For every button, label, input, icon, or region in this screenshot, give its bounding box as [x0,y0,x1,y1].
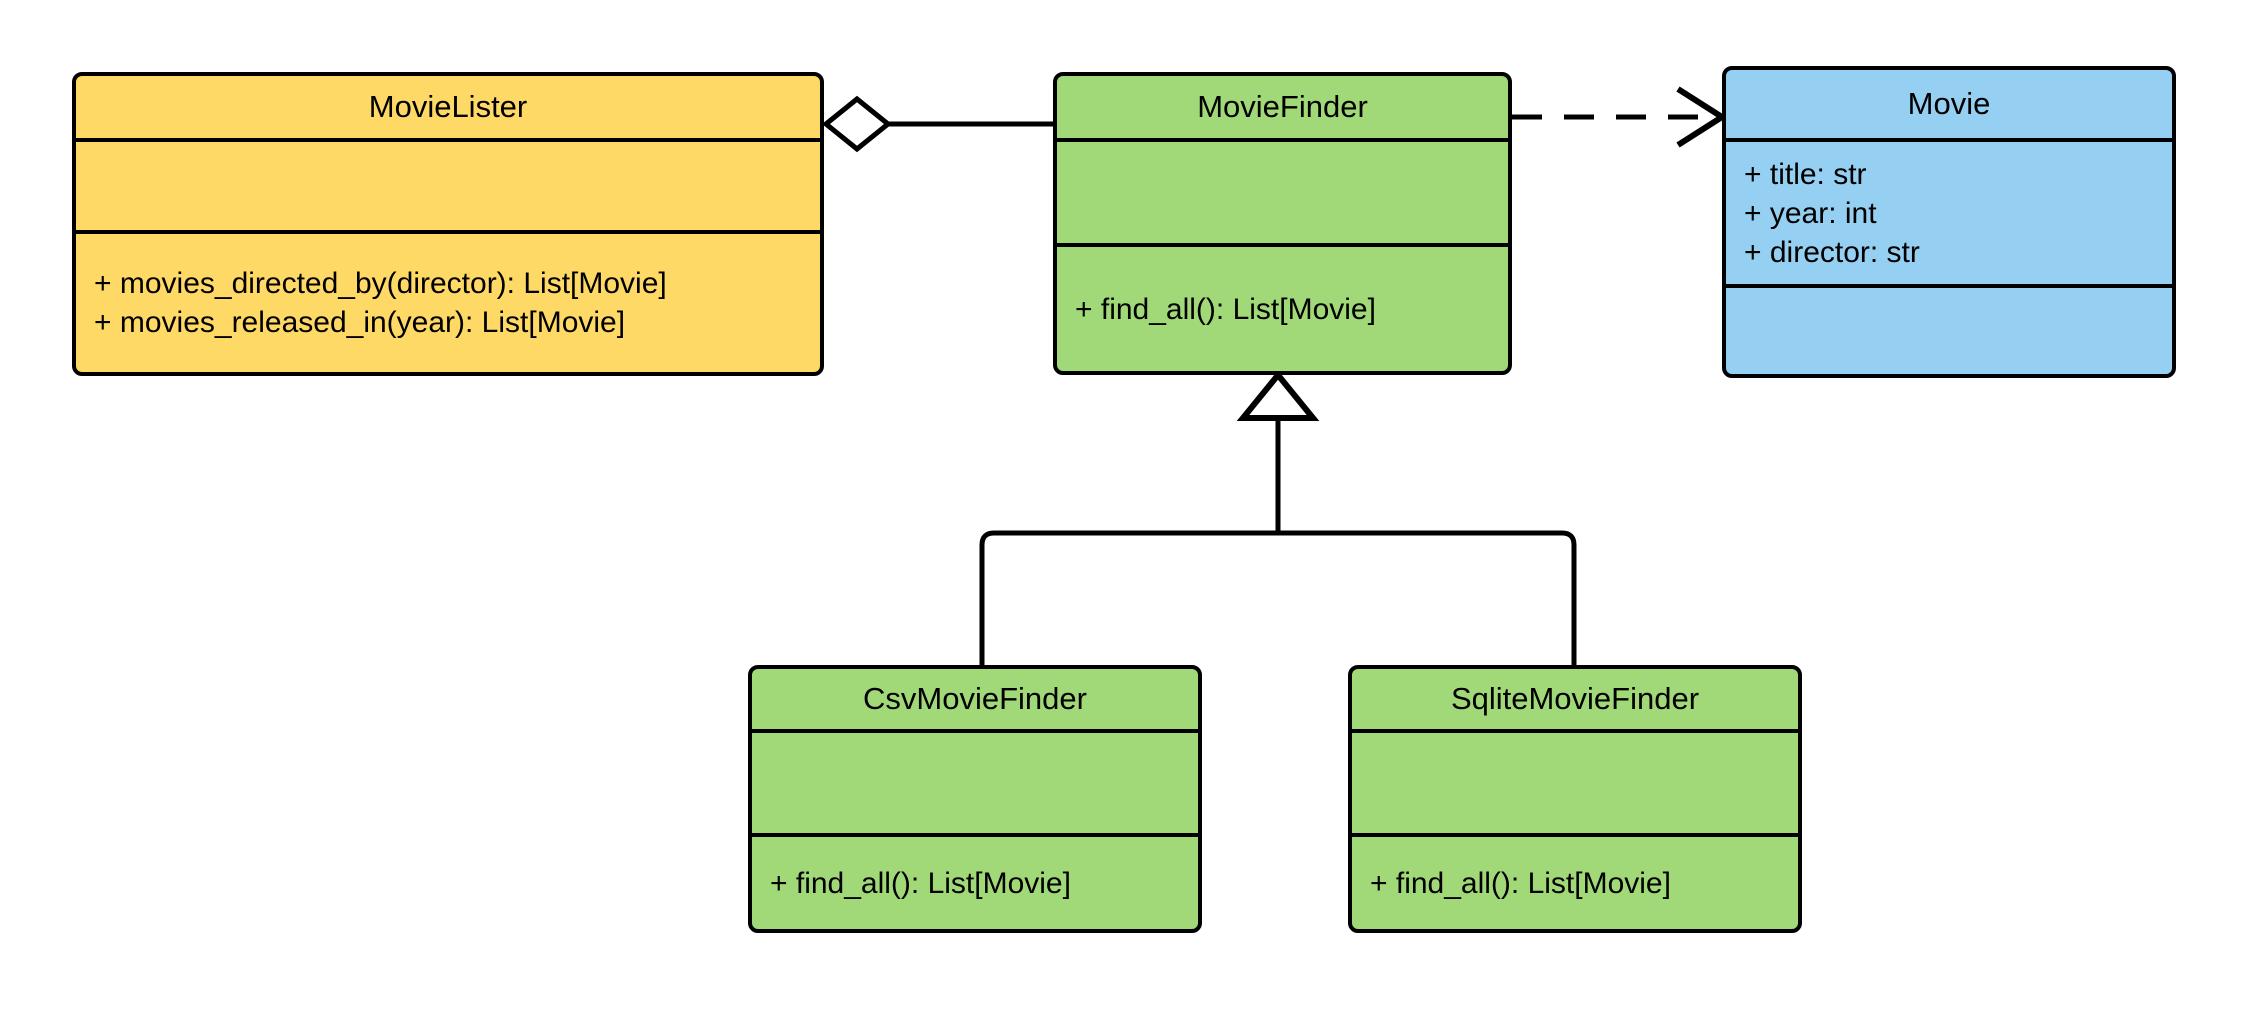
hollow-triangle-icon [1236,370,1320,421]
class-name-movielister: MovieLister [368,88,528,124]
class-name-moviefinder: MovieFinder [1197,88,1368,124]
open-arrow-icon [1676,86,1728,148]
class-attributes-compartment [1352,733,1798,837]
class-attributes-compartment [76,142,820,234]
relationship-dependency-moviefinder-movie [1512,86,1728,148]
class-methods-compartment: + find_all(): List[Movie] [1352,837,1798,929]
hollow-diamond-icon [822,95,892,153]
class-title-compartment: CsvMovieFinder [752,669,1198,733]
class-attributes-compartment [752,733,1198,837]
class-title-compartment: MovieFinder [1057,76,1508,142]
class-box-csvmoviefinder[interactable]: CsvMovieFinder + find_all(): List[Movie] [748,665,1202,933]
method-item: + find_all(): List[Movie] [1075,292,1376,326]
relationship-aggregation-movielister-moviefinder [822,95,1053,153]
relationship-generalization-tree [979,370,1577,665]
class-title-compartment: Movie [1726,70,2172,142]
attribute-item: + title: str [1744,157,1867,191]
class-attributes-compartment: + title: str + year: int + director: str [1726,142,2172,288]
class-name-movie: Movie [1907,85,1991,121]
method-item: + movies_released_in(year): List[Movie] [94,306,626,339]
class-name-csvmoviefinder: CsvMovieFinder [863,680,1087,716]
class-attributes-compartment [1057,142,1508,247]
class-title-compartment: SqliteMovieFinder [1352,669,1798,733]
attribute-item: + director: str [1744,235,1920,269]
attribute-item: + year: int [1744,196,1877,230]
generalization-bus [979,530,1577,665]
class-methods-compartment: + find_all(): List[Movie] [752,837,1198,929]
class-name-sqlitemoviefinder: SqliteMovieFinder [1450,680,1700,716]
class-methods-compartment: + find_all(): List[Movie] [1057,247,1508,371]
method-item: + find_all(): List[Movie] [1370,866,1671,900]
class-box-sqlitemoviefinder[interactable]: SqliteMovieFinder + find_all(): List[Mov… [1348,665,1802,933]
class-title-compartment: MovieLister [76,76,820,142]
class-box-moviefinder[interactable]: MovieFinder + find_all(): List[Movie] [1053,72,1512,375]
class-box-movie[interactable]: Movie + title: str + year: int + directo… [1722,66,2176,378]
class-methods-compartment: + movies_directed_by(director): List[Mov… [76,234,820,372]
method-item: + movies_directed_by(director): List[Mov… [94,267,667,300]
class-box-movielister[interactable]: MovieLister + movies_directed_by(directo… [72,72,824,376]
method-item: + find_all(): List[Movie] [770,866,1071,900]
class-methods-compartment [1726,288,2172,374]
